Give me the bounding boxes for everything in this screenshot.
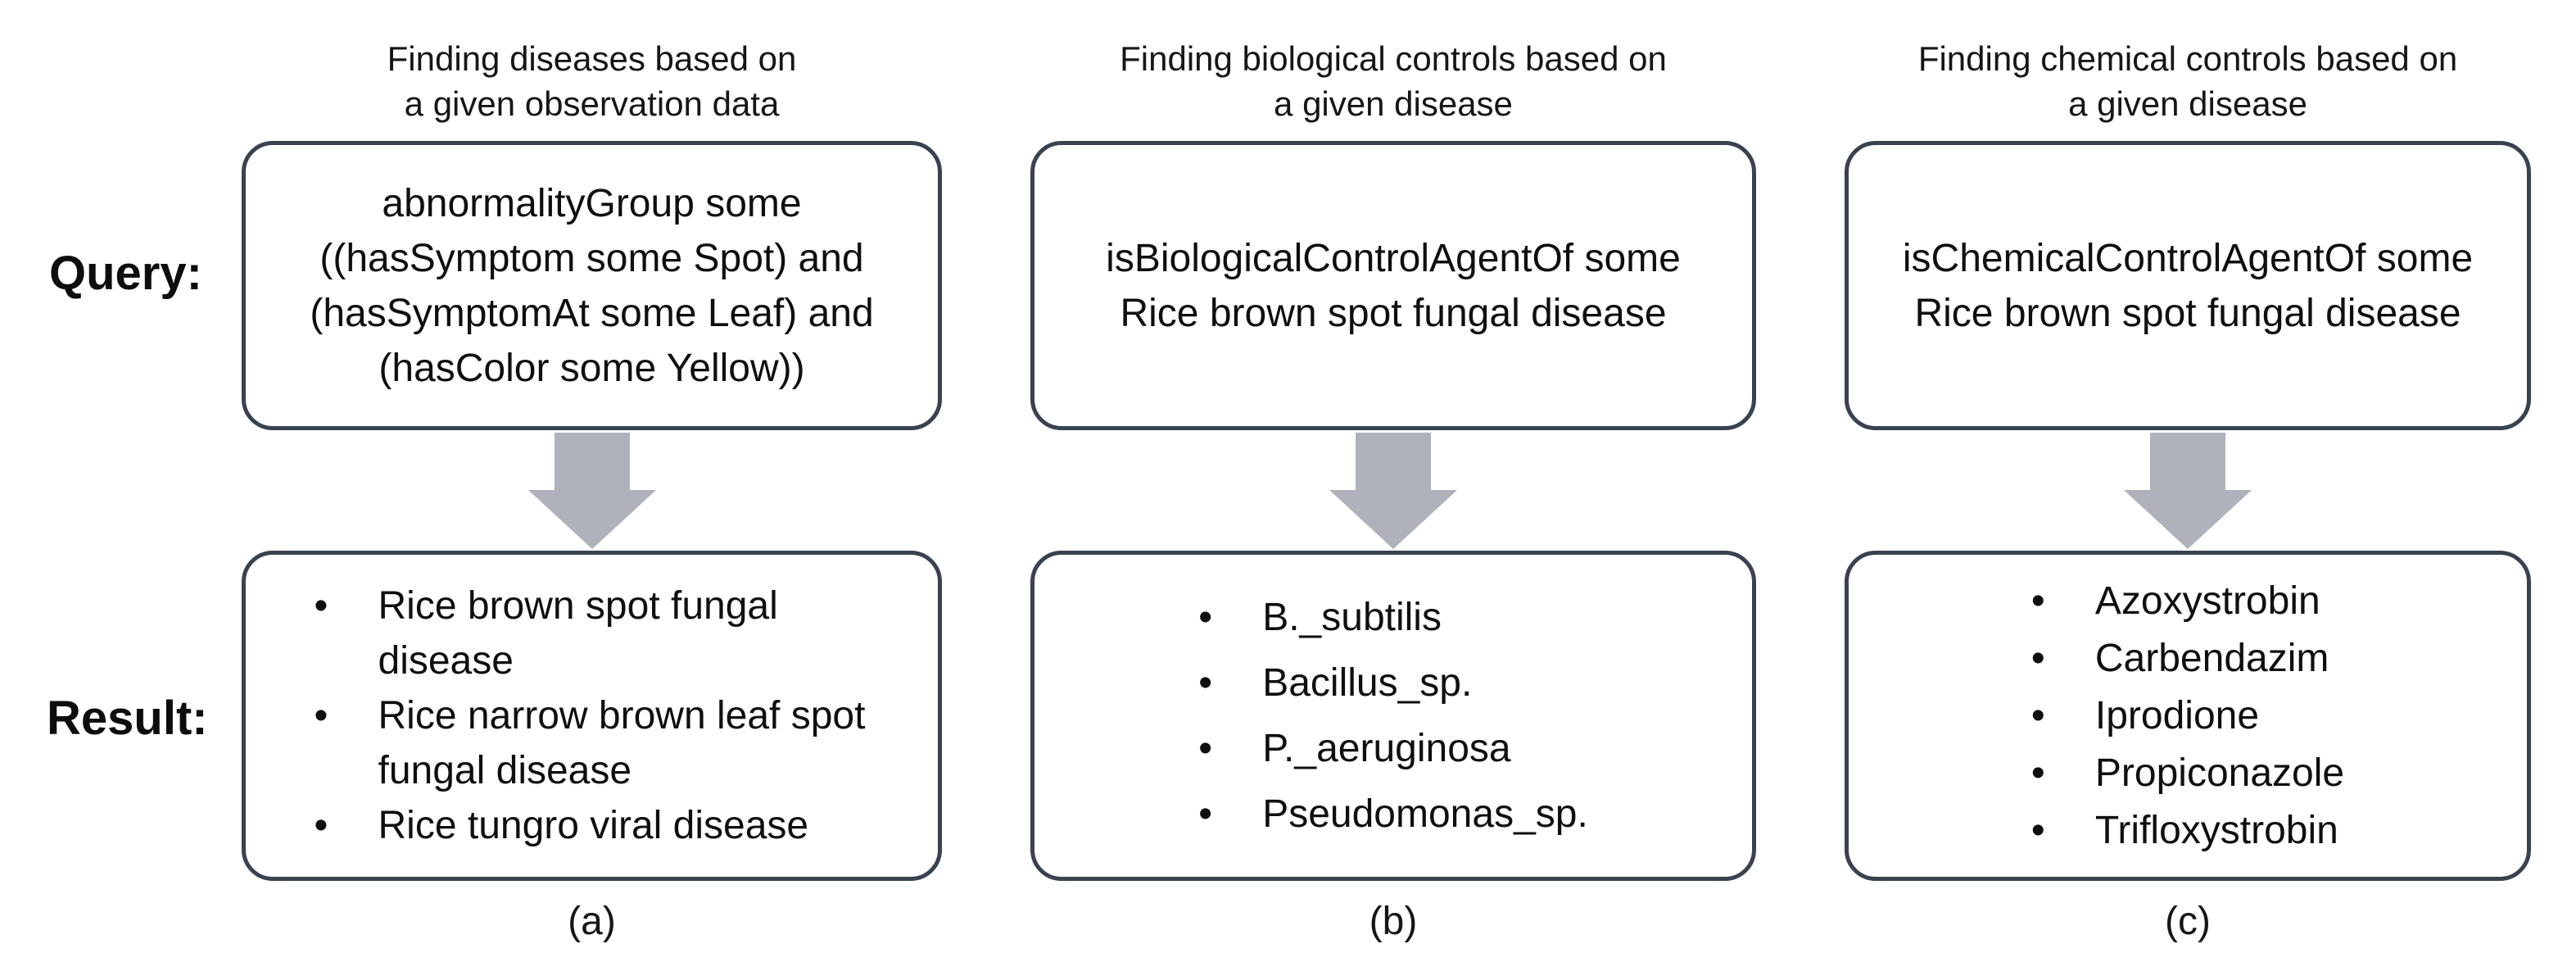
- header-line: a given observation data: [404, 84, 780, 123]
- result-item: Bacillus_sp.: [1198, 656, 1588, 710]
- query-line: abnormalityGroup some: [382, 181, 802, 225]
- figure-caption-c: (c): [2165, 900, 2211, 943]
- down-arrow-stem: [1356, 432, 1431, 490]
- column-b-header: Finding biological controls based on a g…: [1120, 0, 1667, 141]
- result-box-a: Rice brown spot fungal disease Rice narr…: [242, 551, 942, 881]
- result-item: Rice tungro viral disease: [315, 798, 870, 853]
- column-c-header: Finding chemical controls based on a giv…: [1918, 0, 2457, 141]
- result-item: Pseudomonas_sp.: [1198, 787, 1588, 842]
- result-box-c: Azoxystrobin Carbendazim Iprodione Propi…: [1845, 551, 2531, 881]
- header-line: Finding biological controls based on: [1120, 39, 1667, 78]
- query-line: (hasSymptomAt some Leaf) and: [310, 291, 874, 335]
- figure-caption-b: (b): [1369, 900, 1418, 943]
- query-text-a: abnormalityGroup some ((hasSymptom some …: [310, 176, 873, 396]
- query-line: isChemicalControlAgentOf some: [1902, 236, 2474, 280]
- column-a-header: Finding diseases based on a given observ…: [387, 0, 797, 141]
- result-side-label: Result:: [47, 692, 208, 745]
- query-box-a: abnormalityGroup some ((hasSymptom some …: [242, 141, 942, 430]
- down-arrow-stem: [2150, 432, 2225, 490]
- query-box-b: isBiologicalControlAgentOf some Rice bro…: [1030, 141, 1756, 430]
- result-item: Azoxystrobin: [2031, 574, 2344, 628]
- down-arrow-stem: [554, 432, 630, 490]
- query-line: (hasColor some Yellow)): [378, 346, 805, 390]
- down-arrow-head: [1329, 489, 1457, 549]
- column-a: Finding diseases based on a given observ…: [242, 0, 942, 962]
- result-item: Rice brown spot fungal disease: [315, 579, 870, 688]
- result-list-b: B._subtilis Bacillus_sp. P._aeruginosa P…: [1198, 579, 1588, 852]
- down-arrow-head: [527, 489, 656, 549]
- query-line: ((hasSymptom some Spot) and: [319, 236, 864, 280]
- result-item: Carbendazim: [2031, 631, 2344, 686]
- query-line: Rice brown spot fungal disease: [1120, 291, 1667, 335]
- down-arrow-icon: [2124, 430, 2252, 551]
- query-text-b: isBiologicalControlAgentOf some Rice bro…: [1106, 231, 1681, 341]
- query-line: Rice brown spot fungal disease: [1914, 291, 2461, 335]
- result-list-c: Azoxystrobin Carbendazim Iprodione Propi…: [2031, 571, 2344, 860]
- result-list-a: Rice brown spot fungal disease Rice narr…: [315, 579, 870, 853]
- query-line: isBiologicalControlAgentOf some: [1106, 236, 1681, 280]
- query-text-c: isChemicalControlAgentOf some Rice brown…: [1903, 231, 2473, 341]
- result-item: Iprodione: [2031, 688, 2344, 743]
- header-line: Finding diseases based on: [387, 39, 797, 78]
- result-item: P._aeruginosa: [1198, 721, 1588, 776]
- column-c: Finding chemical controls based on a giv…: [1845, 0, 2531, 962]
- result-item: B._subtilis: [1198, 590, 1588, 645]
- down-arrow-head: [2124, 489, 2252, 549]
- result-item: Rice narrow brown leaf spot fungal disea…: [315, 688, 870, 798]
- header-line: a given disease: [1274, 84, 1513, 123]
- header-line: Finding chemical controls based on: [1917, 39, 2458, 78]
- header-line: a given disease: [2068, 84, 2307, 123]
- down-arrow-icon: [527, 430, 656, 551]
- result-item: Trifloxystrobin: [2031, 803, 2344, 858]
- column-b: Finding biological controls based on a g…: [1030, 0, 1756, 962]
- result-item: Propiconazole: [2031, 746, 2344, 801]
- query-side-label: Query:: [49, 247, 202, 300]
- down-arrow-icon: [1329, 430, 1457, 551]
- figure-caption-a: (a): [568, 900, 616, 943]
- query-box-c: isChemicalControlAgentOf some Rice brown…: [1845, 141, 2531, 430]
- result-box-b: B._subtilis Bacillus_sp. P._aeruginosa P…: [1030, 551, 1756, 881]
